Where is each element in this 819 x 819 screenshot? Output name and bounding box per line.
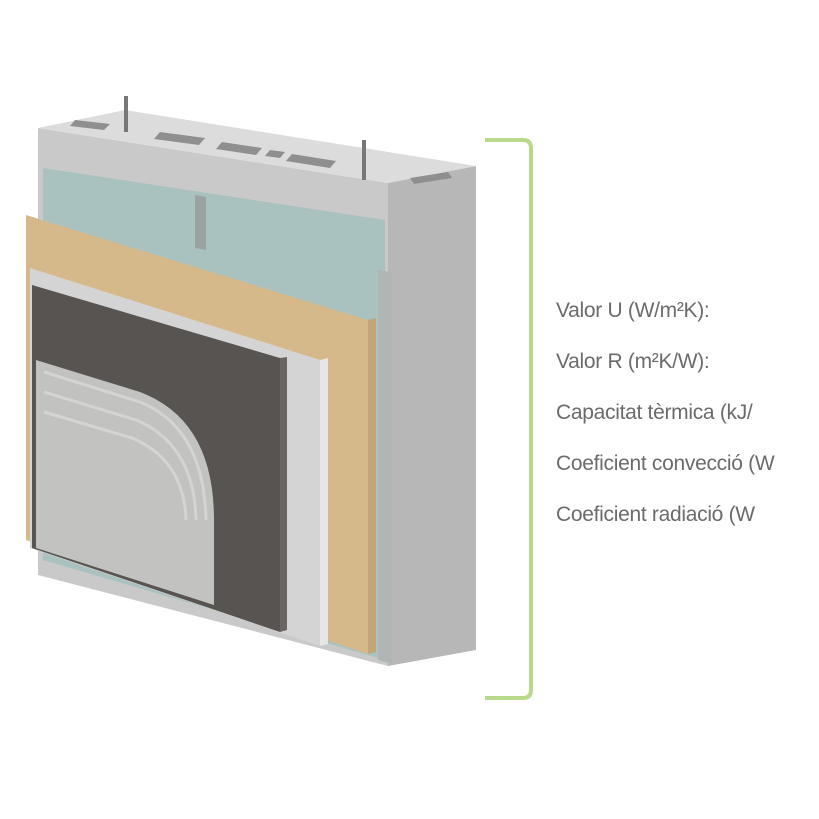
property-u-value: Valor U (W/m²K): [556,299,710,322]
render-texture [43,370,208,521]
anchor-rod [362,140,366,180]
property-thermal-capacity: Capacitat tèrmica (kJ/ [556,401,753,424]
bracket [485,138,533,700]
property-radiation-coefficient: Coeficient radiació (W [556,503,755,526]
property-list: Valor U (W/m²K): Valor R (m²K/W): Capaci… [556,290,819,545]
wood-panel-edge [368,318,376,654]
block-side [388,166,476,666]
metal-profile [195,195,206,250]
membrane-edge [320,358,328,646]
block-holes [70,120,452,184]
property-r-value: Valor R (m²K/W): [556,350,710,373]
property-convection-coefficient: Coeficient convecció (W [556,452,775,475]
metal-profile [378,270,392,664]
anchor-rod [124,96,128,132]
dark-board-edge [280,357,287,632]
block-top [38,110,476,183]
